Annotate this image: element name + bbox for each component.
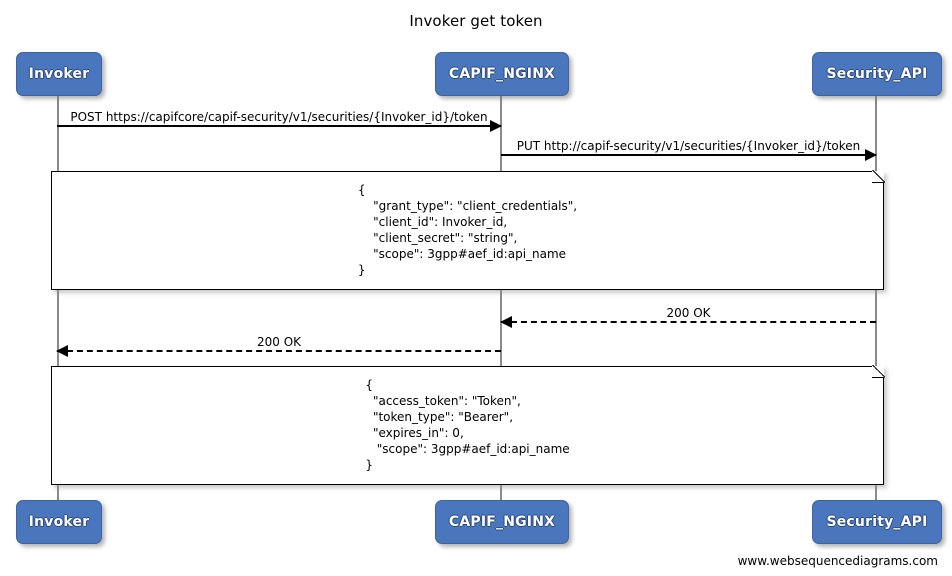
message-line bbox=[501, 321, 876, 323]
message-label: 200 OK bbox=[666, 306, 711, 320]
participant-invoker-top[interactable]: Invoker bbox=[16, 52, 102, 96]
lifeline-security-api bbox=[875, 94, 877, 500]
participant-label: CAPIF_NGINX bbox=[448, 514, 556, 530]
participant-invoker-bottom[interactable]: Invoker bbox=[16, 500, 102, 544]
lifeline-capif-nginx bbox=[500, 94, 502, 500]
participant-label: Security_API bbox=[826, 66, 928, 82]
message-200-ok-invoker[interactable]: 200 OK bbox=[56, 335, 501, 357]
note-token-response: { "access_token": "Token", "token_type":… bbox=[51, 365, 885, 485]
note-json-text: { "grant_type": "client_credentials", "c… bbox=[357, 183, 578, 277]
message-label: POST https://capifcore/capif-security/v1… bbox=[70, 110, 488, 124]
note-fold-corner-icon bbox=[872, 170, 885, 183]
arrow-head-right-icon bbox=[865, 149, 877, 161]
participant-capif-nginx-bottom[interactable]: CAPIF_NGINX bbox=[435, 500, 569, 544]
note-fold-corner-icon bbox=[872, 365, 885, 378]
message-put-token[interactable]: PUT http://capif-security/v1/securities/… bbox=[501, 139, 877, 161]
participant-label: Security_API bbox=[826, 514, 928, 530]
message-label: PUT http://capif-security/v1/securities/… bbox=[516, 139, 861, 153]
participant-capif-nginx-top[interactable]: CAPIF_NGINX bbox=[435, 52, 569, 96]
participant-label: Invoker bbox=[28, 514, 90, 530]
participant-label: CAPIF_NGINX bbox=[448, 66, 556, 82]
message-line bbox=[57, 125, 501, 127]
message-line bbox=[57, 350, 501, 352]
message-post-token[interactable]: POST https://capifcore/capif-security/v1… bbox=[57, 110, 502, 132]
message-label: 200 OK bbox=[256, 335, 302, 349]
participant-security-api-bottom[interactable]: Security_API bbox=[812, 500, 942, 544]
lifeline-invoker bbox=[57, 94, 59, 500]
note-json-text: { "access_token": "Token", "token_type":… bbox=[365, 378, 570, 472]
note-token-request: { "grant_type": "client_credentials", "c… bbox=[51, 170, 885, 290]
arrow-head-left-icon bbox=[500, 316, 512, 328]
arrow-head-right-icon bbox=[490, 120, 502, 132]
note-body: { "grant_type": "client_credentials", "c… bbox=[52, 172, 883, 279]
message-200-ok-security-api[interactable]: 200 OK bbox=[500, 306, 876, 328]
participant-label: Invoker bbox=[28, 66, 90, 82]
participant-security-api-top[interactable]: Security_API bbox=[812, 52, 942, 96]
arrow-head-left-icon bbox=[56, 345, 68, 357]
message-line bbox=[501, 154, 876, 156]
note-body: { "access_token": "Token", "token_type":… bbox=[52, 367, 883, 474]
footer-watermark: www.websequencediagrams.com bbox=[737, 554, 938, 568]
page-title: Invoker get token bbox=[409, 12, 543, 30]
